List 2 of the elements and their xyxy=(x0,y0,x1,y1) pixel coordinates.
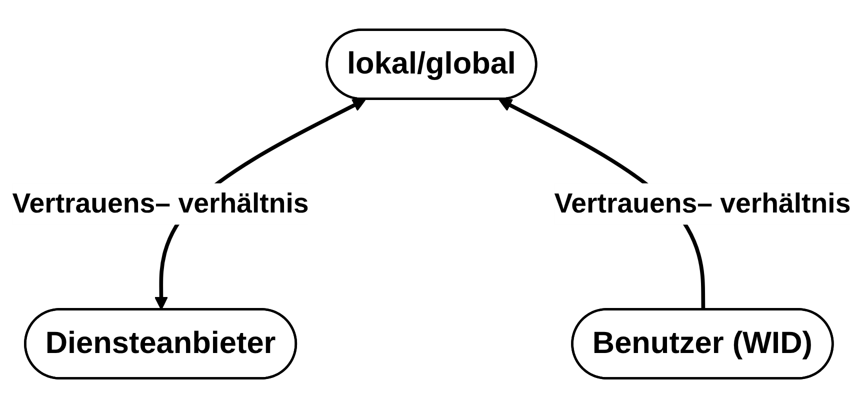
edge-label: Vertrauens– verhältnis xyxy=(12,188,309,219)
edge-label: Vertrauens– verhältnis xyxy=(554,188,851,219)
